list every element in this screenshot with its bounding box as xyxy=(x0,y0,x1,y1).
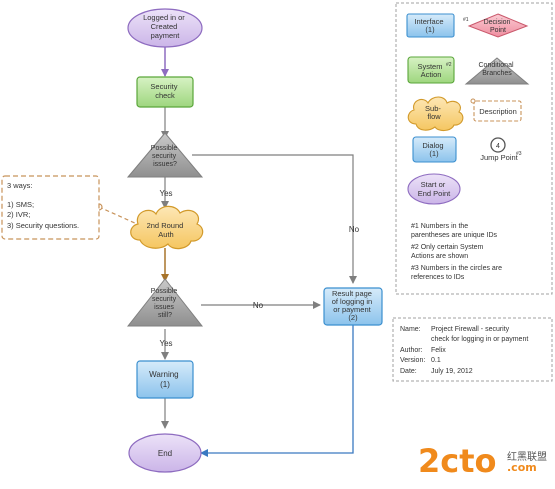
project-info-border xyxy=(392,317,553,382)
second-auth-label: 2nd Round Auth xyxy=(147,221,186,239)
info-name-value-cont: check for logging in or payment xyxy=(431,336,528,343)
legend-system-action: System Action #2 xyxy=(407,56,455,84)
legend-system-box xyxy=(407,56,455,84)
project-info-box: Name: Project Firewall - security check … xyxy=(392,317,553,382)
edge-decision-no-to-result xyxy=(192,154,357,284)
info-version-value: 0.1 xyxy=(431,357,441,364)
legend-system-mark: #2 xyxy=(446,62,452,68)
info-name-key: Name: xyxy=(400,326,421,333)
legend-conditional-triangle xyxy=(464,57,530,85)
issues-still-label: Possible security issues still? xyxy=(151,288,179,319)
legend-description-label: Description xyxy=(479,107,517,116)
legend-interface-box xyxy=(406,13,455,38)
result-page-node: Result page of logging in or payment (2) xyxy=(323,287,383,326)
security-check-node: Security check xyxy=(136,76,194,108)
info-author-value: Felix xyxy=(431,347,446,354)
legend-decision: Decision Point xyxy=(467,13,529,38)
jump-point-icon xyxy=(490,137,506,153)
legend-dialog-box xyxy=(412,136,457,163)
legend-decision-diamond xyxy=(467,13,529,38)
start-ellipse xyxy=(127,8,203,48)
legend-description: Description xyxy=(470,98,522,122)
possible-issues-decision: Possible security issues? xyxy=(126,132,204,178)
legend-interface-label: Interface (1) xyxy=(414,17,445,34)
legend-interface-mark: #1 xyxy=(463,17,469,23)
result-label: Result page of logging in or payment (2) xyxy=(332,289,375,322)
legend-start-end: Start or End Point xyxy=(407,173,461,205)
footnote-1: #1 Numbers in the parentheses are unique… xyxy=(411,223,497,239)
second-auth-cloud xyxy=(130,205,204,250)
info-name-value: Project Firewall - security xyxy=(431,326,510,333)
possible-issues-triangle xyxy=(126,132,204,178)
end-ellipse xyxy=(128,433,202,473)
result-box xyxy=(323,287,383,326)
watermark-cn: 红黑联盟 xyxy=(507,450,547,463)
edge-result-to-end xyxy=(200,325,354,457)
legend-conditional: Conditional Branches xyxy=(464,57,530,85)
info-date-key: Date: xyxy=(400,368,417,375)
jump-point-label: Jump Point xyxy=(480,153,518,162)
footnote-2: #2 Only certain System Actions are shown xyxy=(411,244,485,260)
legend-conditional-label: Conditional Branches xyxy=(479,62,516,77)
security-check-label: Security check xyxy=(150,82,179,100)
legend-dialog-label: Dialog (1) xyxy=(422,141,445,158)
legend-jump-point: 4 Jump Point #3 xyxy=(480,137,522,162)
legend-subflow: Sub- flow xyxy=(407,96,464,132)
second-auth-subflow: 2nd Round Auth xyxy=(130,205,204,250)
edge-label-yes-1: Yes xyxy=(159,189,172,198)
ways-note: 3 ways: 1) SMS; 2) IVR; 3) Security ques… xyxy=(1,175,100,240)
legend-start-end-label: Start or End Point xyxy=(418,180,451,198)
start-node: Logged in or Created payment xyxy=(127,8,203,48)
edge-label-no-mid: No xyxy=(253,301,264,310)
end-label: End xyxy=(158,449,172,458)
legend-subflow-label: Sub- flow xyxy=(425,104,443,121)
edge-note-to-auth xyxy=(98,206,138,225)
start-label: Logged in or Created payment xyxy=(143,13,187,40)
jump-point-number: 4 xyxy=(496,143,500,150)
issues-still-triangle xyxy=(126,278,204,327)
edge-label-yes-2: Yes xyxy=(159,339,172,348)
info-version-key: Version: xyxy=(400,357,425,364)
legend-decision-label: Decision Point xyxy=(484,19,513,34)
watermark-dotcom: .com xyxy=(507,461,537,474)
warning-box xyxy=(136,360,194,399)
watermark: 2cto .com 红黑联盟 xyxy=(418,442,547,480)
jump-point-mark: #3 xyxy=(516,151,522,157)
legend-footnotes: #1 Numbers in the parentheses are unique… xyxy=(411,223,504,281)
info-author-key: Author: xyxy=(400,347,423,354)
legend-interface: Interface (1) #1 xyxy=(406,13,469,38)
watermark-main: 2cto xyxy=(418,442,497,480)
end-node: End xyxy=(128,433,202,473)
issues-still-decision: Possible security issues still? xyxy=(126,278,204,327)
security-check-box xyxy=(136,76,194,108)
info-date-value: July 19, 2012 xyxy=(431,368,473,375)
warning-dialog-node: Warning (1) xyxy=(136,360,194,399)
footnote-3: #3 Numbers in the circles are references… xyxy=(411,265,504,281)
legend-start-end-ellipse xyxy=(407,173,461,205)
connectors xyxy=(95,46,357,457)
edge-label-no-right: No xyxy=(349,225,360,234)
legend-panel: Interface (1) #1 Decision Point System A… xyxy=(395,2,553,295)
possible-issues-label: Possible security issues? xyxy=(151,145,179,168)
ways-note-text: 3 ways: 1) SMS; 2) IVR; 3) Security ques… xyxy=(7,181,79,230)
legend-subflow-cloud xyxy=(407,96,464,132)
legend-system-label: System Action xyxy=(417,62,444,79)
warning-label: Warning (1) xyxy=(149,370,181,389)
legend-dialog: Dialog (1) xyxy=(412,136,457,163)
legend-description-anchor xyxy=(470,98,476,104)
legend-description-box xyxy=(473,100,522,122)
ways-note-box xyxy=(1,175,100,240)
